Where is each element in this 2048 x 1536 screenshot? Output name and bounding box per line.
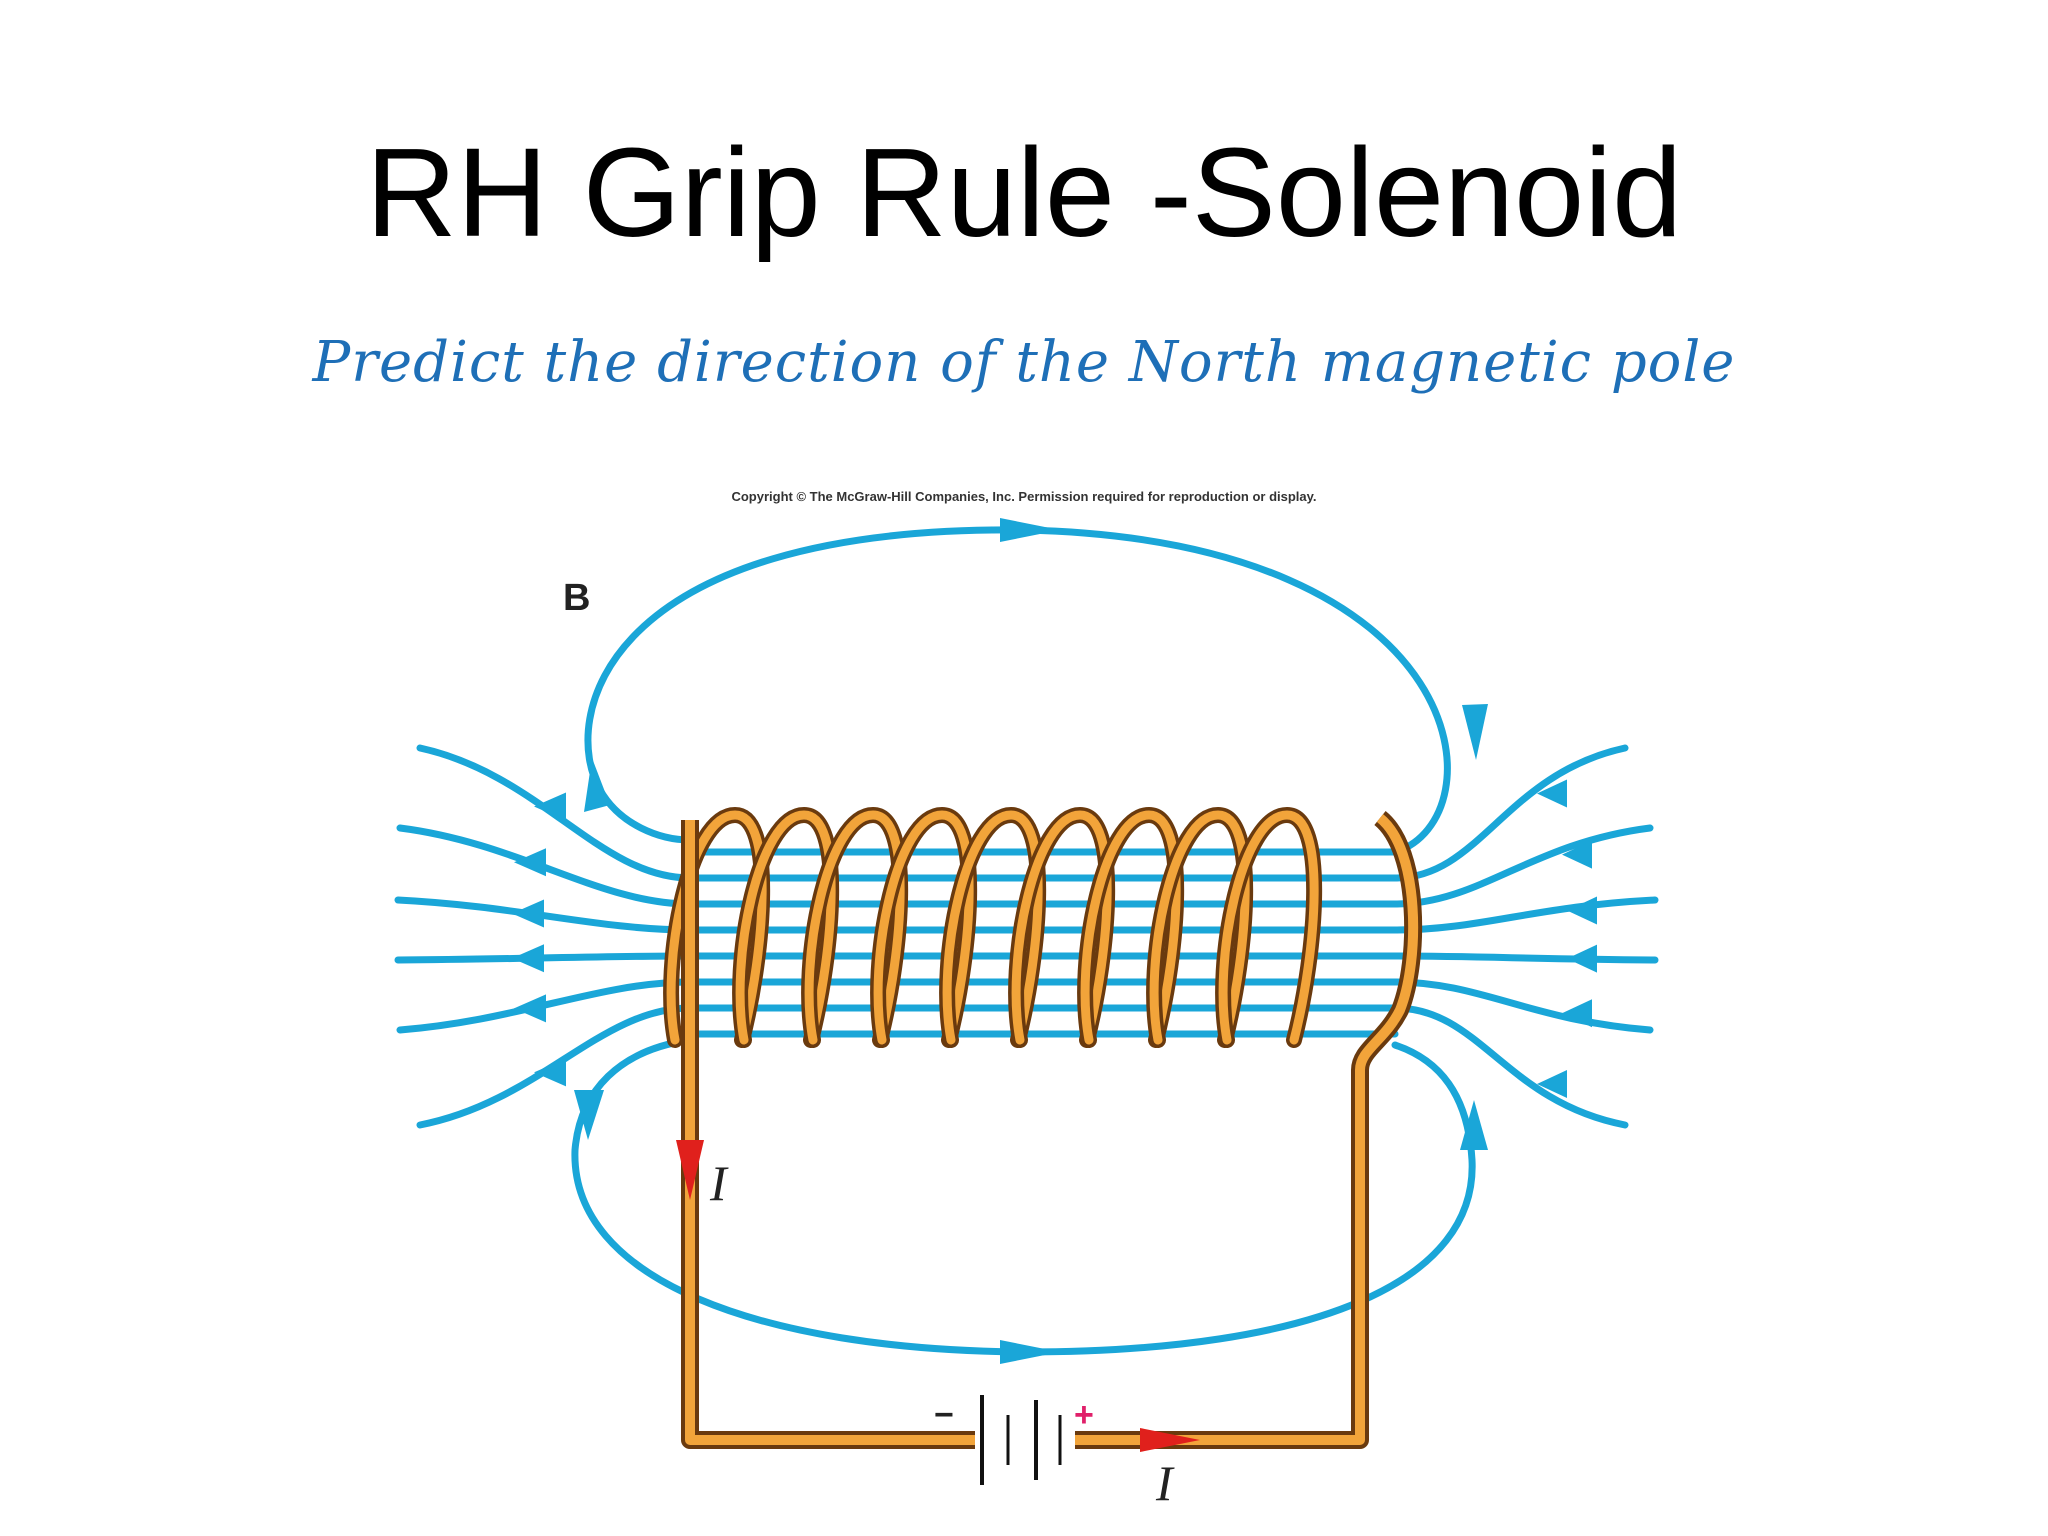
field-line-right — [1391, 824, 1654, 908]
battery-gap — [975, 1420, 1075, 1460]
slide-title: RH Grip Rule -Solenoid — [365, 122, 1683, 263]
circuit-wire — [676, 810, 1423, 1452]
field-line-left — [416, 1004, 694, 1129]
coil-turn — [942, 810, 1043, 1045]
field-line-left — [416, 744, 694, 882]
battery — [975, 1395, 1075, 1485]
current-arrow-right — [1140, 1428, 1200, 1452]
current-label-bottom: I — [1155, 1455, 1175, 1511]
field-arrow-top-left — [584, 758, 610, 812]
field-line-right — [1391, 1004, 1629, 1129]
field-arrow-bottom-right — [1460, 1100, 1488, 1150]
coil-turn — [1011, 810, 1112, 1045]
field-arrow-left — [1567, 896, 1597, 925]
coil-turn — [804, 810, 905, 1045]
field-arrow-top — [1000, 518, 1060, 542]
field-line-right — [1391, 744, 1629, 882]
field-arrow-top-right — [1462, 704, 1488, 760]
coil-turn — [873, 810, 974, 1045]
field-arrow-left — [1562, 840, 1592, 869]
field-arrow-bottom-left — [574, 1090, 604, 1140]
current-label-top: I — [709, 1155, 729, 1211]
field-line-right — [1391, 896, 1659, 934]
field-line-left — [394, 896, 694, 934]
field-arrow-left — [514, 994, 546, 1023]
coil-turn — [1080, 810, 1181, 1045]
wire — [685, 814, 1419, 1445]
field-arrow-left — [1567, 944, 1597, 973]
field-line-left — [394, 952, 694, 964]
field-line-left — [396, 824, 694, 908]
coil-turn — [735, 810, 836, 1045]
field-arrow-bottom — [1000, 1340, 1060, 1364]
field-arrow-left — [1537, 779, 1567, 808]
coil-turn — [666, 810, 767, 1045]
field-arrow-left — [534, 792, 566, 821]
coil-turn — [1218, 810, 1319, 1045]
field-arrow-left — [1562, 999, 1592, 1028]
field-arrow-left — [512, 944, 544, 973]
field-loop-top — [584, 526, 1451, 856]
field-arrow-left — [514, 848, 546, 877]
current-arrow-down — [676, 1140, 704, 1200]
field-label-b: B — [563, 577, 590, 619]
field-line-right — [1391, 978, 1654, 1034]
battery-minus-sign: − — [934, 1396, 954, 1434]
slide-subtitle: Predict the direction of the North magne… — [312, 330, 1736, 395]
field-arrow-left — [512, 899, 544, 928]
copyright-notice: Copyright © The McGraw-Hill Companies, I… — [731, 489, 1316, 504]
coil-turn — [1149, 810, 1250, 1045]
field-line-right — [1391, 952, 1659, 964]
field-arrow-left — [534, 1058, 566, 1087]
wire-outline — [681, 810, 1423, 1449]
field-line-left — [396, 978, 694, 1034]
solenoid-coil — [663, 806, 1323, 1048]
field-arrow-left — [1537, 1070, 1567, 1099]
battery-plus-sign: + — [1074, 1396, 1094, 1434]
